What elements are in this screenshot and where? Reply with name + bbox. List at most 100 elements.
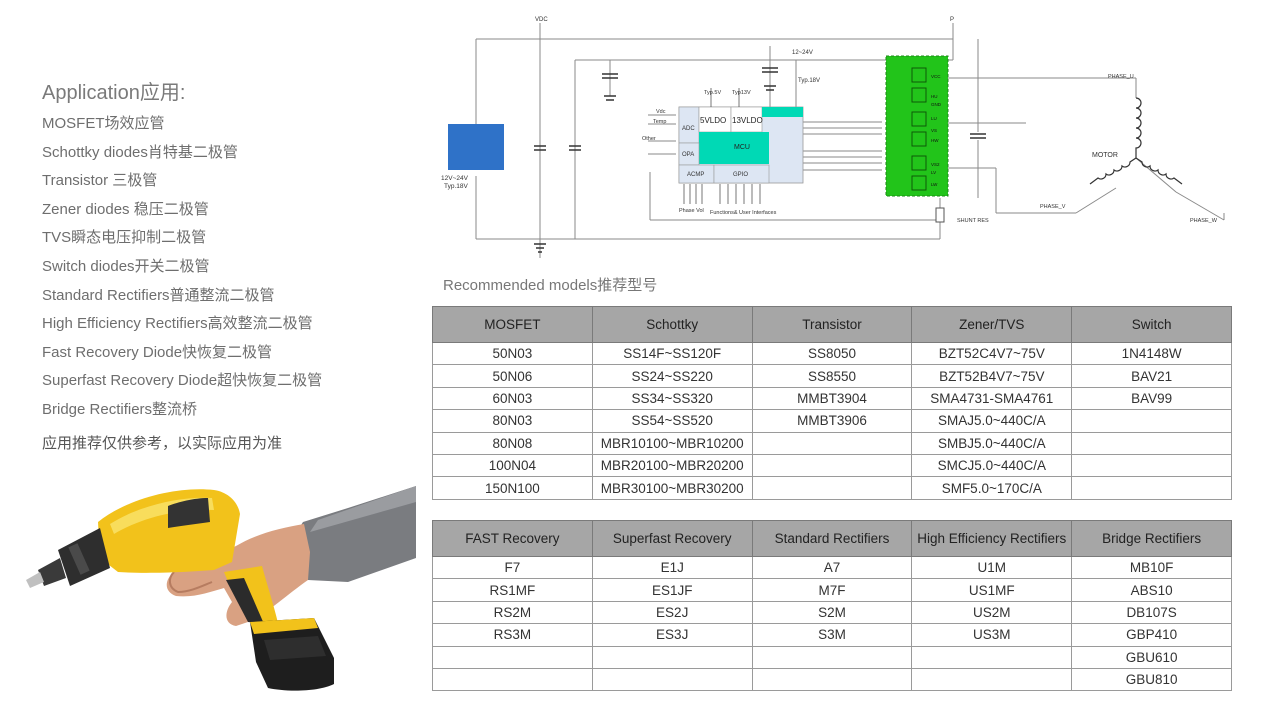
table-cell: MB10F <box>1071 555 1232 580</box>
application-item: Superfast Recovery Diode超快恢复二极管 <box>42 372 323 390</box>
gate-label: VS2 <box>931 162 940 167</box>
table-cell: MBR20100~MBR20200 <box>591 453 753 478</box>
table-cell: SMBJ5.0~440C/A <box>911 431 1073 455</box>
gate-label: VCC <box>931 74 941 79</box>
models-table-2: FAST Recovery Superfast Recovery Standar… <box>432 520 1232 692</box>
table-cell: SMA4731-SMA4761 <box>911 386 1073 411</box>
table-cell: RS2M <box>432 600 593 625</box>
table-cell: SMAJ5.0~440C/A <box>911 409 1073 433</box>
table-cell: 80N08 <box>432 431 593 455</box>
table-cell <box>911 645 1073 669</box>
column-header: Schottky <box>591 306 753 343</box>
column-header: MOSFET <box>432 306 593 343</box>
table-row: 80N03 SS54~SS520 MMBT3906 SMAJ5.0~440C/A <box>432 409 1232 433</box>
table-cell <box>751 476 913 500</box>
table-cell: MBR10100~MBR10200 <box>591 431 753 455</box>
table-row: RS1MF ES1JF M7F US1MF ABS10 <box>432 578 1232 602</box>
table-cell: MMBT3904 <box>751 386 913 411</box>
table-cell <box>911 667 1073 692</box>
table-cell <box>432 645 593 669</box>
table-cell <box>751 453 913 478</box>
table-cell: SS54~SS520 <box>591 409 753 433</box>
phase-v-label: PHASE_V <box>1040 204 1066 210</box>
table-cell: ES3J <box>591 623 753 647</box>
table-cell: 60N03 <box>432 386 593 411</box>
column-header: Transistor <box>751 306 913 343</box>
table-row: 100N04 MBR20100~MBR20200 SMCJ5.0~440C/A <box>432 453 1232 478</box>
table-cell <box>751 667 913 692</box>
phase-w-label: PHASE_W <box>1190 218 1218 224</box>
circuit-diagram: 12V~24V Typ.18V VDC P 12~24V Typ.18V ADC… <box>441 17 1225 258</box>
gpio-label: GPIO <box>733 172 748 178</box>
battery-label-2: Typ.18V <box>444 183 469 190</box>
typ18-label: Typ.18V <box>798 78 820 84</box>
table-cell: MMBT3906 <box>751 409 913 433</box>
ldo5-label: 5VLDO <box>700 116 726 125</box>
column-header: Zener/TVS <box>911 306 1073 343</box>
application-title: Application应用: <box>42 82 186 104</box>
table-cell: S3M <box>751 623 913 647</box>
typ5v-label: Typ.5V <box>704 90 721 96</box>
column-header: Switch <box>1071 306 1232 343</box>
opa-label: OPA <box>682 152 694 158</box>
table-cell <box>1071 431 1232 455</box>
table-row: RS3M ES3J S3M US3M GBP410 <box>432 623 1232 647</box>
table-cell: BZT52C4V7~75V <box>911 341 1073 366</box>
gate-label: LU <box>931 116 937 121</box>
table-cell <box>1071 409 1232 433</box>
table-cell: DB107S <box>1071 600 1232 625</box>
table-cell: SS8550 <box>751 364 913 388</box>
acmp-label: ACMP <box>687 172 704 178</box>
table-row: 150N100 MBR30100~MBR30200 SMF5.0~170C/A <box>432 476 1232 500</box>
other-label: Other <box>642 136 656 142</box>
gate-label: VS <box>931 128 937 133</box>
table-cell: 50N06 <box>432 364 593 388</box>
table-cell <box>1071 476 1232 500</box>
table-cell <box>591 667 753 692</box>
table-cell: ES1JF <box>591 578 753 602</box>
table-cell: US3M <box>911 623 1073 647</box>
table-cell: US2M <box>911 600 1073 625</box>
ldo13-label: 13VLDO <box>732 116 763 125</box>
table-row: 50N06 SS24~SS220 SS8550 BZT52B4V7~75V BA… <box>432 364 1232 388</box>
table-cell <box>751 645 913 669</box>
application-item: Transistor 三极管 <box>42 172 158 190</box>
application-item: Fast Recovery Diode快恢复二极管 <box>42 343 273 361</box>
column-header: FAST Recovery <box>432 520 593 557</box>
table-cell: ABS10 <box>1071 578 1232 602</box>
supply-label: 12~24V <box>792 50 813 56</box>
table-cell <box>751 431 913 455</box>
table-row: 80N08 MBR10100~MBR10200 SMBJ5.0~440C/A <box>432 431 1232 455</box>
phase-vol-label: Phase Vol <box>679 208 704 214</box>
application-item: Standard Rectifiers普通整流二极管 <box>42 286 275 304</box>
recommended-models-title: Recommended models推荐型号 <box>443 277 658 294</box>
table-cell: BAV99 <box>1071 386 1232 411</box>
table-cell: M7F <box>751 578 913 602</box>
p-label: P <box>950 17 954 23</box>
battery-block <box>448 124 504 170</box>
table-cell: SMCJ5.0~440C/A <box>911 453 1073 478</box>
column-header: High Efficiency Rectifiers <box>911 520 1073 557</box>
gate-label: HW <box>931 138 939 143</box>
shunt-label: SHUNT RES <box>957 218 989 224</box>
application-item: Switch diodes开关二极管 <box>42 257 210 275</box>
table-row: F7 E1J A7 U1M MB10F <box>432 555 1232 580</box>
table-cell: GBP410 <box>1071 623 1232 647</box>
table-cell: ES2J <box>591 600 753 625</box>
gate-label: LV <box>931 170 936 175</box>
table-cell: GBU610 <box>1071 645 1232 669</box>
application-item: Bridge Rectifiers整流桥 <box>42 400 198 418</box>
temp-label: Temp <box>653 119 666 125</box>
mcu-core <box>699 132 769 164</box>
table-cell: RS3M <box>432 623 593 647</box>
drill-illustration <box>26 486 416 691</box>
application-item: Zener diodes 稳压二极管 <box>42 200 209 218</box>
table-cell: S2M <box>751 600 913 625</box>
table-cell: GBU810 <box>1071 667 1232 692</box>
table-cell: SS34~SS320 <box>591 386 753 411</box>
vdc-in-label: Vdc <box>656 109 666 115</box>
table-cell: 100N04 <box>432 453 593 478</box>
gate-label: HU <box>931 94 938 99</box>
table-row: 60N03 SS34~SS320 MMBT3904 SMA4731-SMA476… <box>432 386 1232 411</box>
gate-label: LW <box>931 182 938 187</box>
